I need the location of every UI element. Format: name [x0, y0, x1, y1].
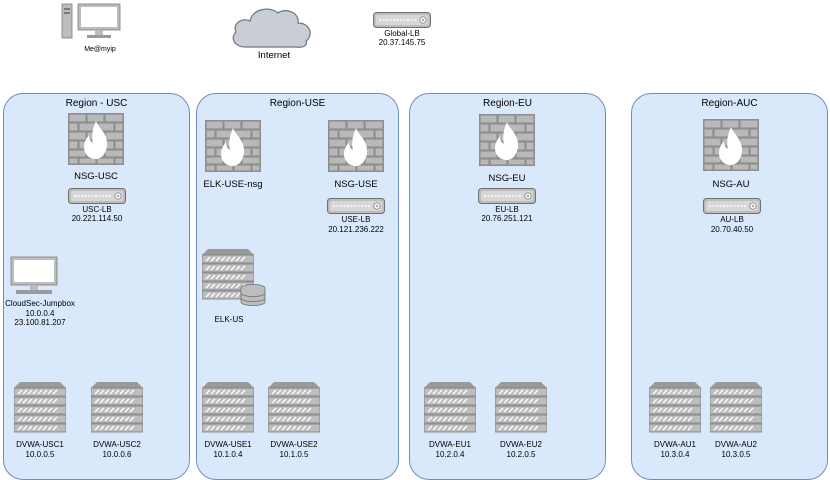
workstation-label: Me@myip	[84, 46, 116, 53]
server-ip: 10.3.0.4	[660, 450, 690, 459]
lb-name: USE-LB	[341, 215, 371, 224]
elk-server-node[interactable]	[202, 246, 266, 306]
server-ip: 10.3.0.5	[721, 450, 751, 459]
server-ip: 10.2.0.5	[506, 450, 536, 459]
firewall-icon[interactable]	[479, 114, 535, 166]
server-name: DVWA-AU2	[715, 440, 757, 449]
server-name: DVWA-USE2	[270, 440, 318, 449]
server-icon[interactable]	[202, 382, 254, 434]
region-title: Region-AUC	[701, 98, 758, 109]
server-name: DVWA-USC1	[16, 440, 64, 449]
internet-label: Internet	[257, 50, 291, 61]
server-name: DVWA-AU1	[654, 440, 696, 449]
lb-ip: 20.221.114.50	[71, 214, 123, 223]
jumpbox-ip-public: 23.100.81.207	[14, 318, 66, 327]
firewall-icon[interactable]	[68, 113, 124, 165]
workstation-icon	[10, 256, 58, 294]
load-balancer-icon[interactable]	[373, 12, 431, 28]
firewall-icon[interactable]	[205, 120, 261, 172]
cloud-icon	[232, 8, 311, 48]
server-icon[interactable]	[14, 382, 66, 434]
workstation-icon	[61, 3, 121, 39]
jumpbox-name: CloudSec-Jumpbox	[5, 299, 75, 308]
server-ip: 10.1.0.5	[279, 450, 309, 459]
server-name: DVWA-EU1	[429, 440, 471, 449]
region-title: Region-EU	[483, 98, 532, 109]
server-ip: 10.2.0.4	[435, 450, 465, 459]
lb-name: EU-LB	[495, 205, 519, 214]
server-icon[interactable]	[495, 382, 547, 434]
server-icon[interactable]	[91, 382, 143, 434]
firewall-label: ELK-USE-nsg	[203, 179, 263, 190]
firewall-label: NSG-EU	[488, 173, 526, 184]
firewall-icon[interactable]	[328, 120, 384, 172]
lb-name: USC-LB	[82, 205, 112, 214]
server-icon[interactable]	[710, 382, 762, 434]
lb-ip: 20.121.236.222	[328, 225, 384, 234]
server-icon[interactable]	[649, 382, 701, 434]
region-title: Region-USE	[269, 98, 326, 109]
load-balancer-icon[interactable]	[703, 198, 761, 214]
firewall-label: NSG-AU	[712, 179, 750, 190]
server-name: DVWA-USC2	[93, 440, 141, 449]
lb-ip: 20.70.40.50	[710, 225, 754, 234]
server-name: DVWA-EU2	[500, 440, 542, 449]
jumpbox-node[interactable]	[10, 256, 58, 296]
firewall-label: NSG-USC	[74, 171, 118, 182]
global-lb-name: Global-LB	[384, 29, 420, 38]
load-balancer-icon[interactable]	[327, 198, 385, 214]
server-ip: 10.0.0.6	[102, 450, 132, 459]
lb-ip: 20.76.251.121	[481, 214, 533, 223]
lb-name: AU-LB	[720, 215, 744, 224]
database-icon	[240, 284, 266, 306]
load-balancer-icon[interactable]	[478, 188, 536, 204]
server-icon[interactable]	[424, 382, 476, 434]
region-title: Region - USC	[65, 98, 128, 109]
server-icon[interactable]	[268, 382, 320, 434]
server-ip: 10.1.0.4	[213, 450, 243, 459]
workstation-node[interactable]	[60, 2, 122, 46]
firewall-icon[interactable]	[703, 119, 759, 171]
elk-label: ELK-US	[214, 315, 244, 324]
server-ip: 10.0.0.5	[25, 450, 55, 459]
load-balancer-icon[interactable]	[68, 188, 126, 204]
jumpbox-ip-private: 10.0.0.4	[25, 309, 55, 318]
server-name: DVWA-USE1	[204, 440, 252, 449]
firewall-label: NSG-USE	[334, 179, 378, 190]
global-lb-ip: 20.37.145.75	[378, 38, 426, 47]
